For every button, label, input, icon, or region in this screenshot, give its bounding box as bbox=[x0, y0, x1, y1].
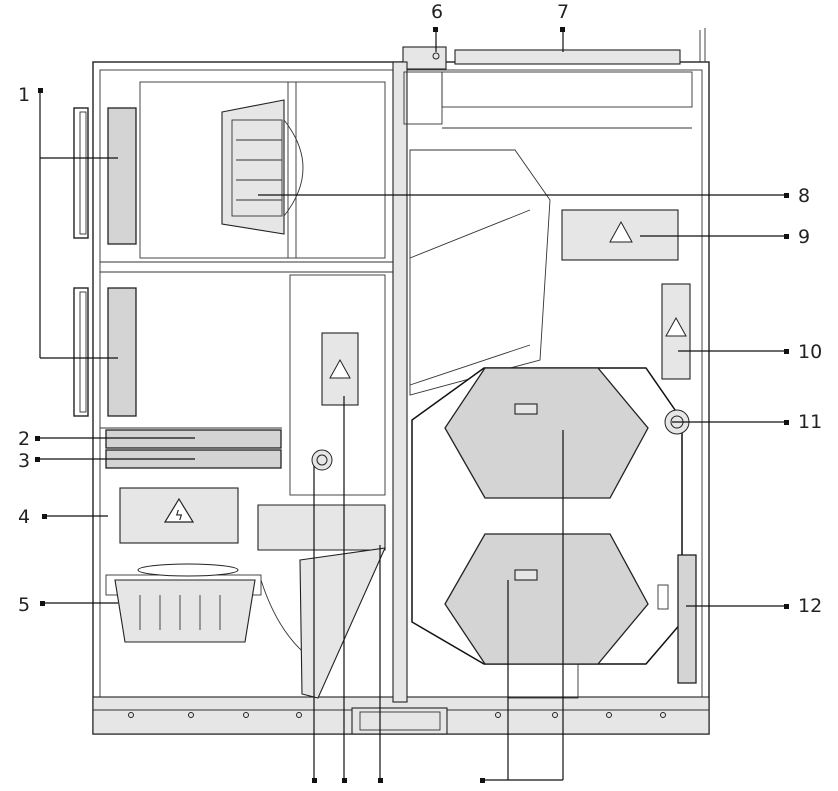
left-compartment-lines bbox=[100, 81, 400, 496]
callout-6: 6 bbox=[431, 1, 443, 23]
middle-warning-box bbox=[321, 332, 359, 406]
callout-10: 10 bbox=[798, 341, 822, 363]
electrical-box-4: ϟ bbox=[119, 487, 239, 544]
upper-fan bbox=[221, 99, 304, 235]
top-lid-7 bbox=[454, 28, 706, 65]
callout-12: 12 bbox=[798, 595, 822, 617]
electrical-box-10 bbox=[661, 283, 691, 380]
diagonal-duct bbox=[409, 149, 551, 396]
center-partition bbox=[392, 61, 693, 703]
middle-sensor bbox=[311, 449, 333, 471]
callout-11: 11 bbox=[798, 411, 822, 433]
callout-7: 7 bbox=[557, 1, 569, 23]
heat-exchanger bbox=[411, 367, 683, 699]
middle-damper bbox=[257, 504, 386, 699]
top-connection-6 bbox=[402, 46, 447, 70]
callout-8: 8 bbox=[798, 185, 810, 207]
leader-lines bbox=[38, 28, 786, 781]
callout-2: 2 bbox=[18, 428, 30, 450]
filter-upper bbox=[73, 107, 137, 245]
callout-1: 1 bbox=[18, 84, 30, 106]
electrical-box-9 bbox=[561, 209, 679, 261]
panel-12 bbox=[657, 554, 697, 684]
svg-text:ϟ: ϟ bbox=[175, 509, 184, 524]
callout-5: 5 bbox=[18, 594, 30, 616]
leader-end-markers bbox=[35, 27, 789, 783]
coil-2 bbox=[105, 429, 282, 449]
callout-4: 4 bbox=[18, 506, 30, 528]
callout-9: 9 bbox=[798, 226, 810, 248]
filter-lower bbox=[73, 287, 137, 417]
callout-3: 3 bbox=[18, 450, 30, 472]
lower-fan-5 bbox=[105, 563, 321, 666]
